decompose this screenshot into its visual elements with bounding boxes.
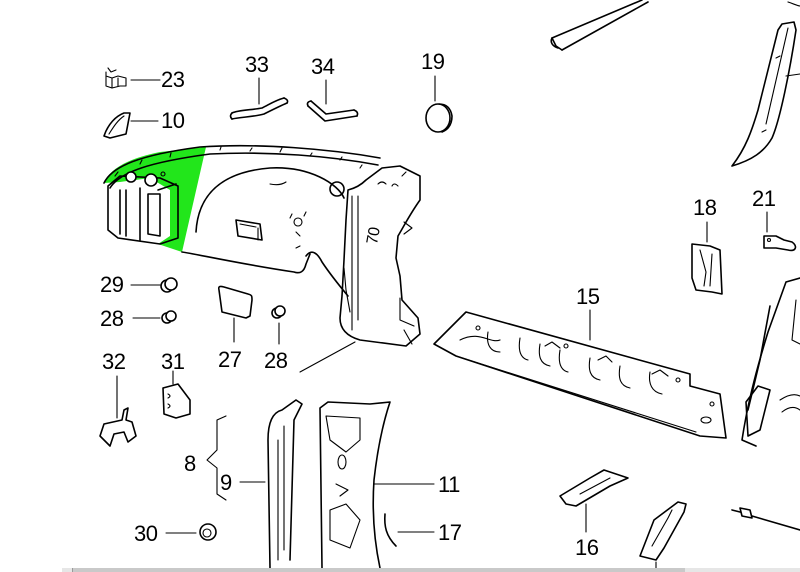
part-cable[interactable] — [731, 507, 800, 531]
callout-17[interactable]: 17 — [438, 520, 462, 545]
callout-11[interactable]: 11 — [438, 472, 460, 497]
part-bottom-wedge[interactable] — [639, 501, 687, 568]
callout-28-right[interactable]: 28 — [264, 348, 288, 373]
part-33-hose[interactable] — [229, 77, 289, 120]
part-17-strip[interactable] — [383, 513, 435, 547]
callout-29[interactable]: 29 — [100, 272, 124, 297]
part-inner-wing-assembly[interactable] — [103, 144, 421, 373]
part-stamp-text: 70 — [364, 226, 384, 246]
callout-33[interactable]: 33 — [245, 52, 269, 77]
callout-21[interactable]: 21 — [752, 186, 776, 211]
part-10-gusset[interactable] — [103, 112, 159, 139]
part-34-hose[interactable] — [306, 79, 359, 122]
callout-23[interactable]: 23 — [161, 67, 185, 92]
part-31-clip[interactable] — [162, 370, 191, 419]
callout-15[interactable]: 15 — [576, 284, 600, 309]
part-b-pillar-panel[interactable] — [741, 277, 800, 447]
horizontal-scrollbar[interactable] — [62, 568, 800, 572]
part-windshield-trim-left[interactable] — [550, 0, 649, 51]
part-8-9-brace[interactable] — [206, 415, 227, 501]
part-a-pillar-trim[interactable] — [731, 1, 800, 167]
horizontal-scrollbar-thumb[interactable] — [72, 568, 685, 572]
part-30-fastener[interactable] — [165, 523, 217, 541]
part-23-clip[interactable] — [105, 67, 161, 89]
callout-30[interactable]: 30 — [134, 521, 158, 546]
callout-27[interactable]: 27 — [218, 347, 242, 372]
part-32-bracket[interactable] — [99, 375, 137, 447]
callout-9[interactable]: 9 — [220, 470, 232, 495]
part-19-plug[interactable] — [425, 75, 453, 133]
callout-32[interactable]: 32 — [102, 349, 126, 374]
part-29-fastener[interactable] — [130, 277, 178, 293]
callout-16[interactable]: 16 — [575, 535, 599, 560]
callout-31[interactable]: 31 — [161, 349, 185, 374]
part-18-bracket[interactable] — [691, 221, 723, 295]
part-11-pillar[interactable] — [319, 401, 435, 568]
callout-8[interactable]: 8 — [184, 451, 196, 476]
callout-18[interactable]: 18 — [693, 195, 717, 220]
part-16-wedge[interactable] — [559, 469, 629, 533]
part-15-sill-panel[interactable] — [433, 309, 727, 439]
part-27-pad[interactable] — [217, 285, 253, 343]
callout-10[interactable]: 10 — [161, 108, 185, 133]
part-28-fastener-right[interactable] — [271, 305, 286, 345]
part-9-pillar-trim[interactable] — [239, 399, 303, 568]
callout-28-left[interactable]: 28 — [100, 306, 124, 331]
callout-19[interactable]: 19 — [421, 49, 445, 74]
callout-34[interactable]: 34 — [311, 54, 335, 79]
part-21-clip[interactable] — [763, 211, 797, 252]
part-28-fastener-left[interactable] — [132, 310, 177, 324]
